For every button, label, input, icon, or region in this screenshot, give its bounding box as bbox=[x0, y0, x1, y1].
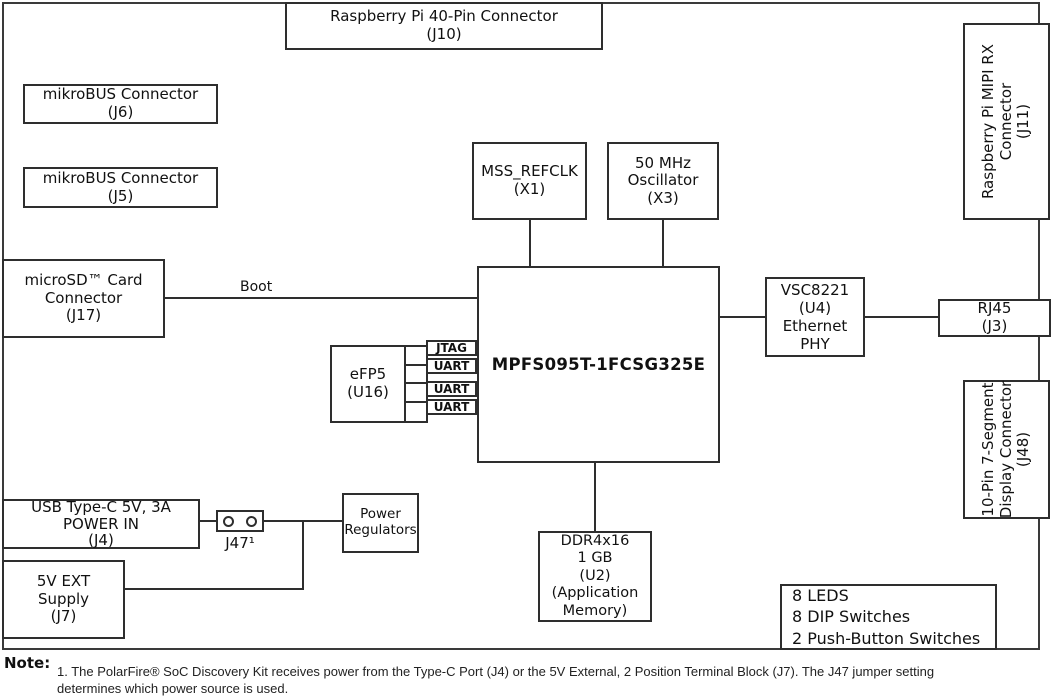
label-line: 8 DIP Switches bbox=[792, 607, 911, 627]
label-line: (J4) bbox=[88, 531, 114, 550]
wire-j4-to-j47 bbox=[200, 520, 216, 522]
label-line: Connector bbox=[44, 288, 123, 307]
block-mss-refclk-x1: MSS_REFCLK (X1) bbox=[472, 142, 587, 220]
label-line: (U2) bbox=[579, 567, 611, 584]
label-line: RJ45 bbox=[977, 299, 1012, 318]
label-line: POWER IN bbox=[63, 514, 139, 533]
label-line: Connector bbox=[996, 82, 1015, 161]
label-line: mikroBUS Connector bbox=[42, 168, 199, 187]
pin-cell bbox=[406, 384, 426, 403]
label-line: (X3) bbox=[647, 188, 679, 207]
label-line: mikroBUS Connector bbox=[42, 85, 199, 104]
label-line: (J10) bbox=[426, 25, 462, 43]
label-line: Ethernet bbox=[782, 317, 848, 335]
block-mikrobus-connector-j6: mikroBUS Connector (J6) bbox=[23, 84, 218, 124]
block-microsd-connector-j17: microSD™ Card Connector (J17) bbox=[2, 259, 165, 338]
label-line: 8 LEDS bbox=[792, 586, 849, 606]
note-heading: Note: bbox=[4, 654, 51, 672]
signal-label: JTAG bbox=[436, 341, 467, 355]
pin-cell bbox=[406, 403, 426, 422]
label-line: (J7) bbox=[50, 607, 77, 626]
label-line: Raspberry Pi MIPI RX bbox=[979, 43, 998, 200]
block-usb-typec-power-j4: USB Type-C 5V, 3A POWER IN (J4) bbox=[2, 499, 200, 549]
block-power-regulators: Power Regulators bbox=[342, 493, 419, 553]
block-user-io: 8 LEDS 8 DIP Switches 2 Push-Button Swit… bbox=[780, 584, 997, 650]
label-line: (J3) bbox=[981, 317, 1008, 335]
wire-x3-to-fpga bbox=[662, 220, 664, 266]
label-line: MSS_REFCLK bbox=[481, 162, 578, 181]
wire-power-junction-vertical bbox=[302, 520, 304, 590]
block-rpi-40pin-connector-j10: Raspberry Pi 40-Pin Connector (J10) bbox=[285, 2, 603, 50]
label-line: PHY bbox=[800, 335, 830, 353]
label-line: VSC8221 bbox=[780, 281, 850, 299]
label-line: Memory) bbox=[562, 602, 628, 619]
signal-label: UART bbox=[433, 400, 470, 414]
block-ethernet-phy-vsc8221-u4: VSC8221 (U4) Ethernet PHY bbox=[765, 277, 865, 357]
label-line: eFP5 bbox=[349, 365, 387, 384]
wire-fpga-to-ddr4 bbox=[594, 463, 596, 531]
label-line: 5V EXT bbox=[36, 572, 91, 591]
note-text-line-1: 1. The PolarFire® SoC Discovery Kit rece… bbox=[57, 664, 935, 679]
block-50mhz-oscillator-x3: 50 MHz Oscillator (X3) bbox=[607, 142, 719, 220]
block-5v-ext-supply-j7: 5V EXT Supply (J7) bbox=[2, 560, 125, 639]
block-7segment-display-connector-j48: 10-Pin 7-Segment Display Connector (J48) bbox=[963, 380, 1050, 519]
wire-j7-to-junction bbox=[125, 588, 304, 590]
wire-boot-microsd-to-fpga bbox=[165, 297, 477, 299]
note-text-line-2: determines which power source is used. bbox=[57, 681, 289, 696]
label-line: (X1) bbox=[513, 180, 546, 198]
block-ddr4-u2: DDR4x16 1 GB (U2) (Application Memory) bbox=[538, 531, 652, 622]
label-line: 50 MHz bbox=[635, 153, 691, 172]
efp5-pin-column bbox=[404, 345, 428, 423]
label-line: (U4) bbox=[798, 299, 832, 317]
label-line: Raspberry Pi 40-Pin Connector bbox=[330, 7, 558, 26]
label-line: (J11) bbox=[1014, 103, 1033, 140]
label-line: Display Connector bbox=[996, 380, 1015, 519]
fpga-part-number: MPFS095T-1FCSG325E bbox=[491, 354, 706, 374]
jumper-pin-circle bbox=[223, 515, 234, 527]
block-rpi-mipi-rx-connector-j11: Raspberry Pi MIPI RX Connector (J11) bbox=[963, 23, 1050, 220]
label-line: microSD™ Card bbox=[24, 271, 143, 290]
pin-cell bbox=[406, 366, 426, 384]
label-line: (U16) bbox=[347, 383, 389, 401]
label-line: Regulators bbox=[344, 522, 417, 538]
label-line: Oscillator bbox=[627, 171, 699, 190]
wire-fpga-to-phy bbox=[720, 316, 765, 318]
signal-box-uart-2: UART bbox=[426, 381, 477, 397]
label-line: (Application bbox=[551, 585, 639, 602]
signal-label: UART bbox=[433, 382, 470, 396]
label-line: 2 Push-Button Switches bbox=[792, 628, 981, 648]
jumper-j47 bbox=[216, 510, 264, 532]
signal-label: UART bbox=[433, 359, 470, 373]
label-line: Power bbox=[360, 506, 401, 523]
label-line: 1 GB bbox=[577, 550, 613, 567]
label-line: Supply bbox=[37, 589, 90, 608]
label-line: (J17) bbox=[65, 306, 102, 325]
label-line: (J6) bbox=[107, 103, 134, 121]
signal-box-uart-1: UART bbox=[426, 358, 477, 374]
block-efp5-u16: eFP5 (U16) bbox=[330, 345, 406, 423]
block-rj45-j3: RJ45 (J3) bbox=[938, 299, 1051, 337]
signal-box-uart-3: UART bbox=[426, 399, 477, 415]
label-line: USB Type-C 5V, 3A bbox=[31, 498, 171, 517]
jumper-pin-circle bbox=[246, 515, 257, 527]
wire-x1-to-fpga bbox=[529, 220, 531, 266]
block-fpga-mpfs095t: MPFS095T-1FCSG325E bbox=[477, 266, 720, 463]
signal-box-jtag: JTAG bbox=[426, 340, 477, 356]
label-line: 10-Pin 7-Segment bbox=[979, 382, 998, 517]
jumper-j47-label: J47¹ bbox=[225, 534, 255, 552]
label-line: (J48) bbox=[1014, 431, 1033, 468]
pin-cell bbox=[406, 347, 426, 366]
block-mikrobus-connector-j5: mikroBUS Connector (J5) bbox=[23, 167, 218, 208]
boot-wire-label: Boot bbox=[240, 279, 273, 295]
wire-phy-to-rj45 bbox=[865, 316, 938, 318]
jumper-pins bbox=[223, 515, 257, 527]
label-line: DDR4x16 bbox=[560, 533, 630, 550]
label-line: (J5) bbox=[107, 186, 134, 205]
